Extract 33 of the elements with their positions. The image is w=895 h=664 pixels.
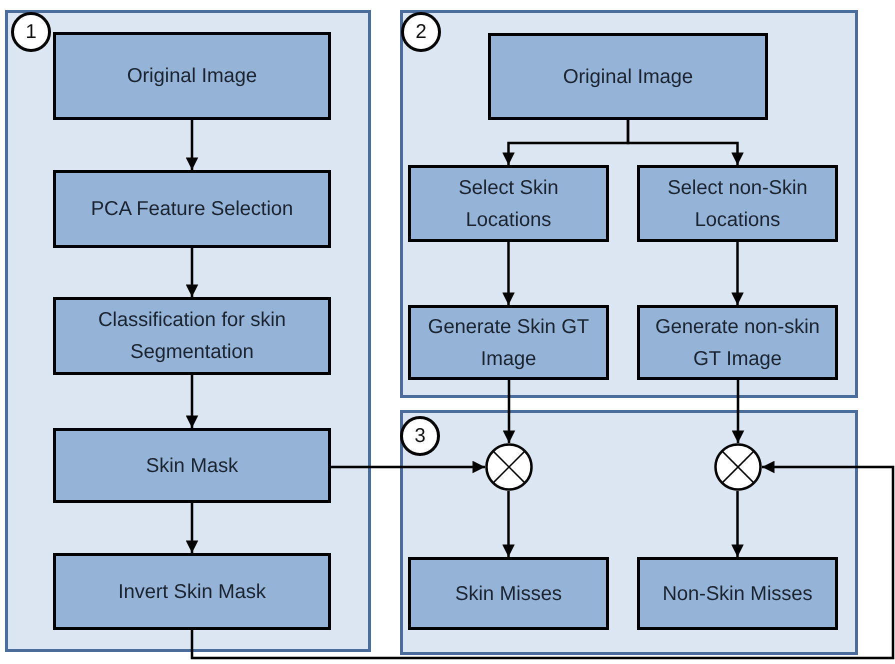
- step-number: 1: [11, 12, 51, 52]
- process-box: Invert Skin Mask: [53, 553, 331, 630]
- arrow: [626, 120, 744, 165]
- multiplier-symbol: [485, 443, 533, 491]
- arrow: [331, 460, 485, 474]
- arrow: [731, 242, 744, 305]
- stage-panel: [5, 10, 371, 652]
- process-box: Skin Misses: [408, 557, 609, 630]
- process-box: Original Image: [53, 32, 331, 120]
- process-box: Classification for skin Segmentation: [53, 297, 331, 375]
- process-box: Generate Skin GT Image: [408, 305, 609, 380]
- arrow: [732, 380, 744, 443]
- process-box: Generate non-skin GT Image: [637, 305, 838, 380]
- arrow: [186, 503, 198, 553]
- arrow: [186, 248, 198, 297]
- arrow: [186, 375, 198, 428]
- process-box: PCA Feature Selection: [53, 170, 331, 248]
- step-number: 2: [401, 12, 441, 52]
- arrow: [502, 380, 516, 443]
- arrow: [186, 120, 198, 170]
- process-box: Skin Mask: [53, 428, 331, 503]
- arrow: [502, 491, 515, 557]
- process-box: Select non-Skin Locations: [637, 165, 838, 242]
- arrow: [190, 460, 894, 660]
- process-box: Original Image: [488, 33, 768, 120]
- process-box: Select Skin Locations: [408, 165, 609, 242]
- arrow: [731, 491, 744, 557]
- stage-panel: [400, 410, 858, 655]
- arrow: [502, 242, 515, 305]
- stage-panel: [400, 10, 858, 398]
- multiplier-symbol: [714, 443, 762, 491]
- step-number: 3: [400, 416, 440, 456]
- process-box: Non-Skin Misses: [637, 557, 838, 630]
